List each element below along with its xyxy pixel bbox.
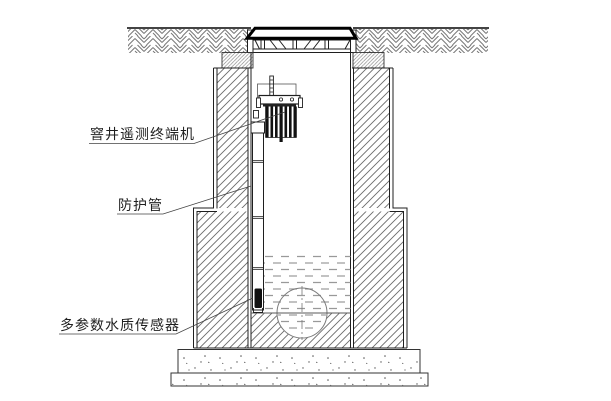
annotation-sensor: 多参数水质传感器: [59, 297, 254, 335]
water-surface-region: [263, 253, 351, 313]
sensor-label: 多参数水质传感器: [60, 317, 180, 334]
terminal-label: 窨井遥测终端机: [90, 126, 195, 143]
collar-block-right: [352, 52, 385, 69]
terminal-body-outline: [265, 106, 297, 138]
ground-hatch-left: [128, 29, 249, 53]
cable-gland: [253, 110, 259, 119]
annotation-terminal: 窨井遥测终端机: [89, 111, 286, 144]
pipe-cap: [250, 121, 265, 134]
ground-hatch-right: [356, 29, 488, 53]
wall-left-lower-hatch: [197, 211, 248, 348]
mount-ear-right: [298, 97, 303, 108]
manhole-cover: [243, 26, 359, 40]
wall-left-upper-hatch: [217, 68, 248, 208]
sensor-mount: [253, 308, 263, 313]
terminal-fins: [266, 106, 297, 142]
mount-ear-left: [256, 97, 261, 108]
terminal-body-top: [263, 104, 296, 107]
cover-seat-struts: [254, 39, 351, 50]
well-walls: [193, 52, 408, 349]
screw-hole-left: [278, 97, 283, 102]
annotation-protective-pipe: 防护管: [117, 185, 252, 215]
base-slab-upper: [177, 349, 421, 374]
cover-seat: [248, 39, 356, 53]
pipe-couplings: [252, 160, 264, 270]
sensor-leader-line: [59, 297, 254, 335]
collar-block-left: [221, 52, 254, 69]
telemetry-terminal-device: [256, 75, 303, 142]
antenna-icon: [269, 75, 274, 98]
wall-right-upper-hatch: [353, 68, 390, 208]
wall-right-outline: [389, 68, 408, 348]
wall-left-outline: [193, 68, 218, 348]
antenna-ticks: [269, 79, 274, 93]
wall-right-inner-lining: [350, 52, 354, 348]
water-quality-sensor: [254, 288, 262, 308]
ground-surface: [127, 27, 489, 53]
protective-pipe-label: 防护管: [118, 198, 163, 214]
wall-right-lower-hatch: [353, 211, 404, 348]
screw-hole-right: [289, 97, 294, 102]
base-slab-lower: [170, 372, 429, 387]
wall-left-inner-lining: [247, 52, 252, 348]
protective-pipe: [252, 132, 264, 311]
protective-pipe-leader-line: [117, 185, 252, 215]
terminal-leader-line: [89, 111, 286, 144]
sump-water: [251, 253, 351, 340]
manhole-cover-assembly: [243, 26, 359, 53]
protective-pipe-assembly: [250, 110, 265, 313]
